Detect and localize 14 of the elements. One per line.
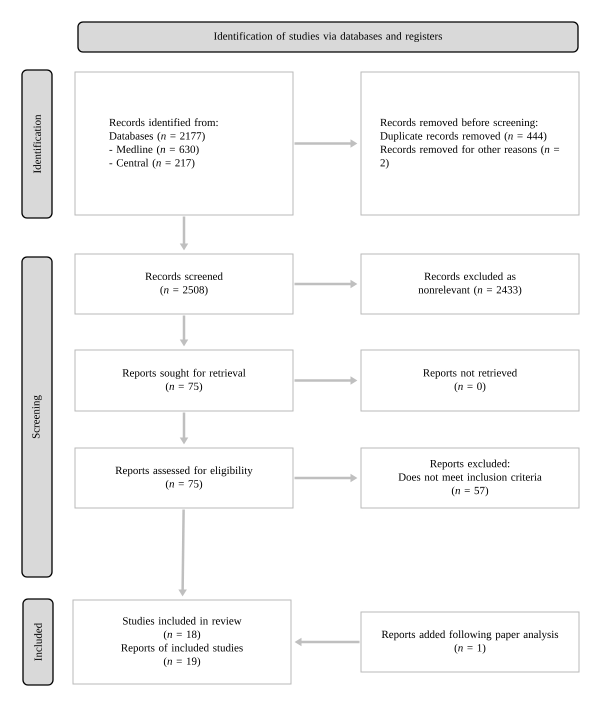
process-box: Records excluded as nonrelevant (n = 2433) bbox=[360, 254, 580, 314]
process-box: Reports not retrieved (n = 0) bbox=[360, 350, 580, 412]
phase-label: Screening bbox=[21, 256, 53, 578]
process-box: Records identified from: Databases (n = 2177) - Medline (n = 630) - Central (n = 217) bbox=[74, 72, 294, 216]
phase-label: Included bbox=[22, 598, 54, 686]
process-box: Records screened (n = 2508) bbox=[74, 254, 294, 314]
process-box: Reports excluded: Does not meet inclusion criteria (n = 57) bbox=[360, 448, 580, 508]
phase-label: Identification bbox=[21, 69, 53, 219]
section-banner: Identification of studies via databases and registers bbox=[77, 21, 579, 53]
process-box: Reports assessed for eligibility (n = 75) bbox=[74, 448, 294, 508]
process-box: Studies included in review (n = 18) Reports of included studies (n = 19) bbox=[72, 600, 292, 684]
process-box: Reports added following paper analysis (n = 1) bbox=[360, 612, 580, 672]
process-box: Reports sought for retrieval (n = 75) bbox=[74, 350, 294, 412]
process-box: Records removed before screening: Duplicate records removed (n = 444) Records removed for other reasons (n = 2) bbox=[360, 72, 580, 216]
